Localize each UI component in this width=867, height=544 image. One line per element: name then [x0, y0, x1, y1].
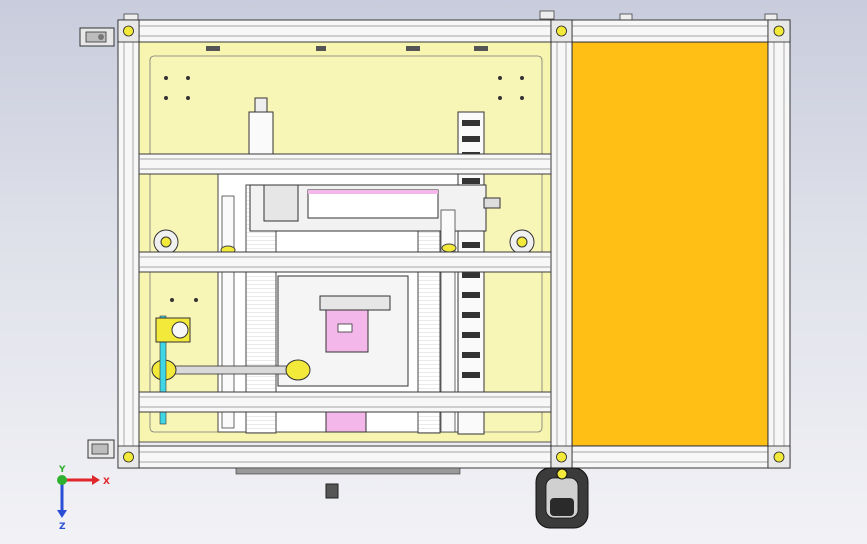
pneumatic-cylinder-body — [307, 189, 439, 219]
triad-axis-icon: X Y Z — [57, 465, 110, 532]
caster-wheel-icon — [535, 467, 589, 529]
bottom-base-rail — [235, 467, 461, 475]
frame-top-bumps — [123, 10, 778, 21]
cylinder-pink-strip — [308, 190, 438, 194]
push-rod-knob — [285, 359, 311, 381]
bottom-pink-jaw — [325, 409, 367, 433]
cylinder-rod-end — [483, 197, 501, 209]
x-axis-label: X — [103, 477, 110, 487]
cylinder-end-block — [263, 184, 299, 222]
left-cylinder-cap — [254, 97, 268, 113]
corner-bracket-icon — [117, 19, 791, 469]
side-orange-panel — [571, 41, 769, 447]
gripper-slot — [337, 323, 353, 333]
mounting-foot-icon — [87, 439, 115, 459]
mounting-foot-icon — [79, 27, 115, 47]
sensor-mount-right — [509, 229, 535, 255]
gripper-top-plate — [319, 295, 391, 311]
sensor-mount-left — [153, 229, 179, 255]
z-axis-label: Z — [59, 522, 66, 532]
left-vertical-cylinder — [248, 111, 274, 157]
horizontal-push-rod — [171, 365, 299, 375]
y-axis-label: Y — [58, 465, 66, 475]
top-brackets — [206, 46, 488, 51]
bottom-connector — [325, 483, 339, 499]
cyan-vertical-rod — [159, 315, 167, 425]
frame-grooves — [118, 20, 790, 468]
